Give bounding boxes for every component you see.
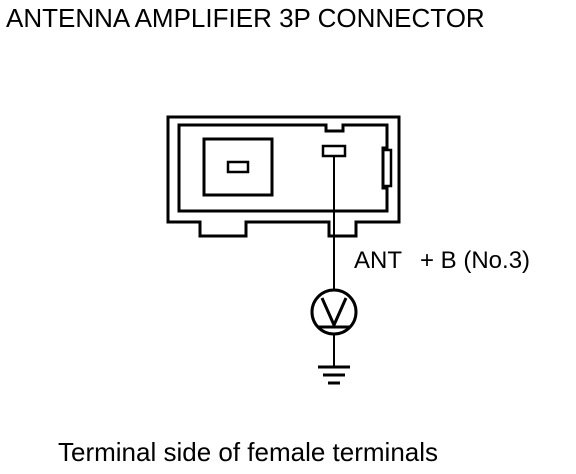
terminal-left bbox=[226, 160, 250, 174]
voltmeter-icon bbox=[310, 288, 358, 336]
connector-inner-frame bbox=[177, 123, 389, 213]
terminal-cavity-left bbox=[202, 137, 274, 197]
terminal-signal-name: ANT bbox=[354, 247, 402, 274]
terminal-label: ANT + B (No.3) bbox=[354, 246, 530, 276]
terminal-pin-name: + B (No.3) bbox=[420, 247, 531, 274]
connector-latch bbox=[383, 148, 393, 188]
diagram-caption: Terminal side of female terminals bbox=[58, 437, 439, 467]
diagram-title: ANTENNA AMPLIFIER 3P CONNECTOR bbox=[6, 3, 485, 33]
ground-icon bbox=[318, 365, 350, 385]
